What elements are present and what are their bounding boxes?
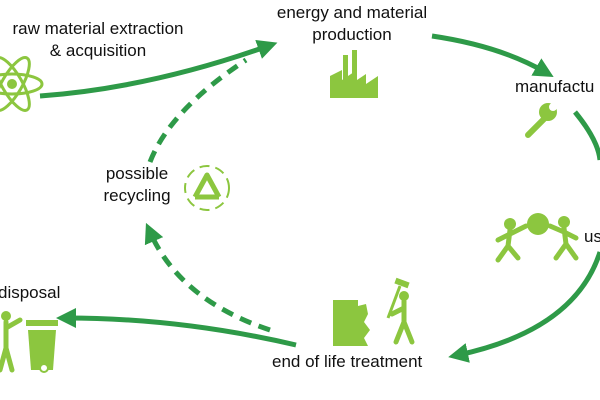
label-use: us (584, 227, 600, 246)
arrow-energy-to-manufacture (431, 33, 554, 78)
arrow-raw-to-energy (39, 39, 278, 99)
label-recycling-line2: recycling (103, 186, 171, 205)
arrow-manufacture-to-use (573, 110, 600, 161)
people-playing-ball-icon (495, 213, 579, 263)
label-recycling-line1: possible (105, 164, 169, 183)
label-manufacture: manufactu (515, 77, 595, 96)
factory-icon (330, 50, 378, 98)
wrench-icon (525, 103, 557, 138)
label-raw-material-line2: & acquisition (49, 41, 147, 60)
label-energy-line1: energy and material (276, 3, 428, 22)
demolition-worker-icon (333, 277, 415, 346)
arrow-recycling-dashed-upper (147, 57, 248, 163)
label-disposal: disposal (0, 283, 61, 302)
atom-icon (0, 56, 44, 112)
arrow-recycling-dashed-lower (144, 222, 271, 333)
arrow-use-to-end-of-life (448, 251, 600, 363)
label-end-of-life: end of life treatment (272, 352, 423, 371)
label-raw-material: raw material extraction & acquisition (0, 18, 198, 62)
label-energy-production: energy and material production (262, 2, 442, 46)
label-possible-recycling: possible recycling (92, 163, 182, 207)
trash-bin-icon (0, 311, 58, 373)
label-energy-line2: production (312, 25, 392, 44)
recycle-icon (184, 165, 230, 211)
label-raw-material-line1: raw material extraction (12, 19, 184, 38)
arrow-end-of-life-to-disposal (56, 308, 297, 348)
